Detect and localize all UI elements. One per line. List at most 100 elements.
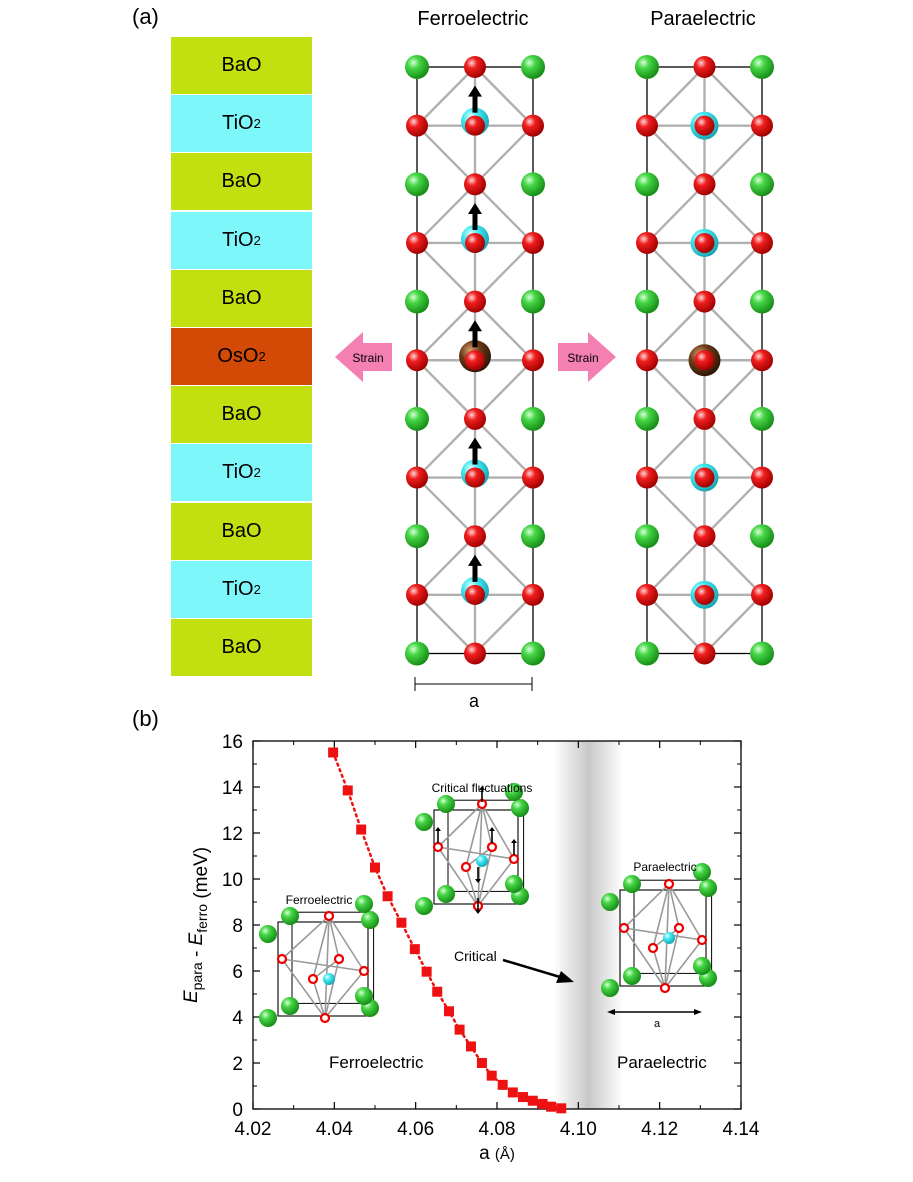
inset-oxygen-atom — [663, 878, 675, 890]
oxygen-atom — [694, 350, 715, 371]
inset-oxygen-atom — [460, 861, 472, 873]
oxygen-atom — [464, 173, 486, 196]
layer-4: BaO — [171, 269, 312, 327]
oxygen-atom — [636, 114, 658, 137]
inset-ferroelectric — [259, 895, 379, 1027]
inset-bonds — [623, 883, 703, 989]
inset-ferro-title: Ferroelectric — [286, 893, 353, 907]
inset-oxygen-atom — [508, 853, 520, 865]
strain-label-right: Strain — [567, 351, 598, 365]
polarization-arrow — [468, 320, 482, 348]
inset-fluctuation-arrows — [435, 786, 517, 914]
inset-oxygen-atom — [618, 922, 630, 934]
strain-arrow-right — [558, 332, 616, 382]
barium-atom — [521, 524, 545, 549]
inset-barium-atom — [355, 987, 373, 1005]
data-point — [497, 1079, 508, 1090]
critical-region-band — [553, 741, 624, 1109]
layer-10: BaO — [171, 619, 312, 676]
inset-barium-atom — [623, 875, 641, 893]
barium-atom — [405, 172, 429, 197]
barium-atom — [750, 641, 774, 666]
oxygen-atom — [693, 407, 716, 430]
energy-series-points — [328, 747, 567, 1114]
inset-oxygen-atom — [647, 942, 659, 954]
barium-atom — [635, 524, 659, 549]
barium-atom — [750, 172, 774, 197]
oxygen-atom — [464, 290, 486, 313]
data-point — [537, 1098, 548, 1109]
lattice-scale-label: a — [469, 691, 480, 711]
structure-insets — [259, 783, 717, 1027]
y-tick-label: 12 — [222, 824, 243, 845]
oxygen-atom — [522, 231, 544, 254]
ferroelectric-structure — [405, 55, 545, 666]
data-point — [476, 1058, 487, 1068]
y-tick-label: 8 — [232, 916, 243, 937]
barium-atom — [405, 641, 429, 666]
y-axis-label: Epara - Eferro (meV) — [181, 847, 212, 1003]
atoms — [635, 55, 774, 666]
inset-para-scale-label: a — [654, 1018, 661, 1030]
inset-barium-atom — [259, 925, 277, 943]
barium-atom — [521, 406, 545, 431]
x-tick-label: 4.06 — [397, 1119, 434, 1140]
inset-barium-atom — [355, 895, 373, 913]
oxygen-atom — [694, 584, 715, 605]
inset-barium-atom — [601, 893, 619, 911]
layer-8: BaO — [171, 502, 312, 560]
data-point — [342, 785, 353, 796]
oxygen-atom — [751, 349, 773, 372]
oxygen-atom — [694, 467, 715, 488]
panel-a-label: (a) — [132, 4, 159, 29]
oxygen-atom — [464, 56, 486, 78]
y-tick-label: 4 — [232, 1008, 243, 1029]
panel-b-label: (b) — [132, 706, 159, 731]
oxygen-atom — [406, 466, 428, 489]
inset-titanium-atom — [476, 855, 488, 867]
data-point — [328, 747, 339, 758]
x-tick-label: 4.14 — [723, 1119, 760, 1140]
inset-cell-back — [447, 799, 525, 892]
paraelectric-title: Paraelectric — [650, 8, 756, 30]
polarization-arrow — [468, 437, 482, 465]
x-tick-label: 4.10 — [560, 1119, 597, 1140]
barium-atom — [521, 55, 545, 79]
data-point — [518, 1092, 529, 1103]
barium-atom — [405, 55, 429, 79]
crystal-structure-diagram: Strain Strain a — [335, 55, 774, 711]
oxygen-atom — [751, 114, 773, 137]
oxygen-atom — [751, 583, 773, 606]
inset-oxygen-atom — [319, 1012, 331, 1024]
data-point — [421, 966, 432, 977]
layer-2: BaO — [171, 153, 312, 211]
barium-atom — [405, 289, 429, 314]
oxygen-atom — [465, 232, 485, 253]
inset-para-title: Paraelectric — [633, 860, 696, 874]
oxygen-atom — [522, 114, 544, 137]
inset-barium-atom — [415, 813, 433, 831]
strain-label-left: Strain — [352, 351, 383, 365]
inset-barium-atom — [361, 911, 379, 929]
data-point — [454, 1024, 465, 1035]
inset-barium-atom — [693, 863, 711, 881]
data-point — [486, 1070, 497, 1081]
barium-atom — [521, 641, 545, 666]
oxygen-atom — [636, 349, 658, 372]
inset-barium-atom — [511, 799, 529, 817]
inset-barium-atom — [259, 1009, 277, 1027]
region-label-critical: Critical — [454, 948, 497, 964]
barium-atom — [635, 406, 659, 431]
atoms — [405, 55, 545, 666]
oxygen-atom — [636, 466, 658, 489]
inset-barium-atom — [505, 875, 523, 893]
inset-oxygen-atom — [323, 910, 335, 922]
polarization-arrow — [468, 554, 482, 582]
data-point — [356, 824, 367, 835]
y-tick-label: 16 — [222, 732, 243, 753]
